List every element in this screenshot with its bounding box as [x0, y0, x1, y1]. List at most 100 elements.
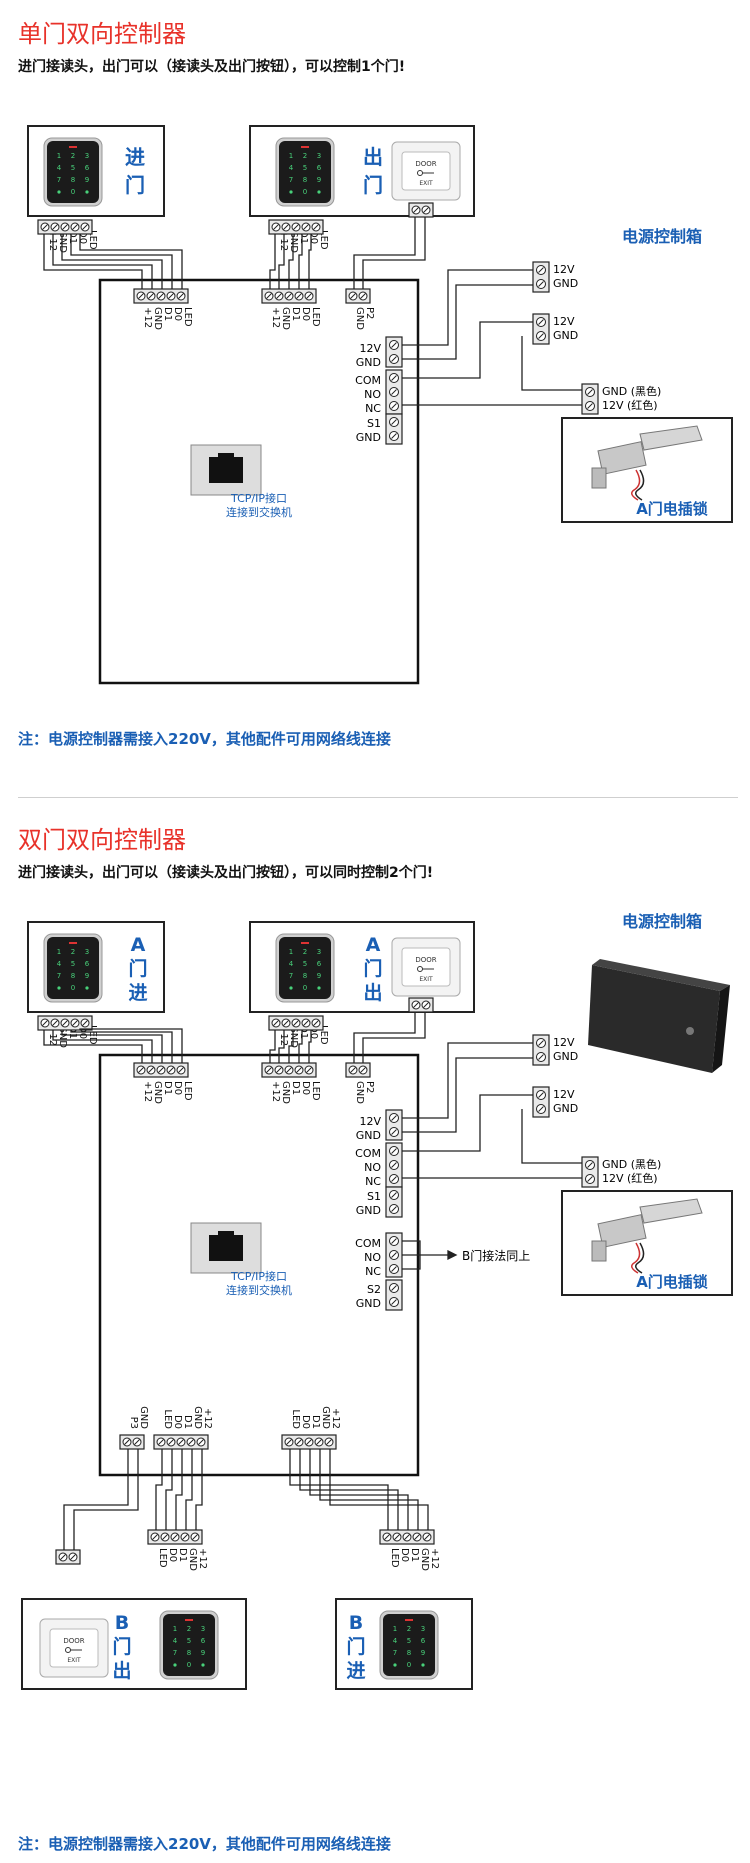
pin-label: LED	[318, 230, 329, 250]
l2-com-b: COM	[355, 1237, 381, 1250]
controller-relay-terminal	[385, 369, 403, 415]
p2b-12v: 12V	[553, 1088, 575, 1101]
wires	[43, 1012, 582, 1550]
keypad-key: 9	[85, 972, 89, 980]
p2b-gnd: GND	[553, 1102, 578, 1115]
power-out-terminal-2	[532, 313, 550, 345]
l2-s1: S1	[367, 1190, 381, 1203]
ctrl-b-out-terminal	[153, 1434, 209, 1450]
b-out-label-1: B	[115, 1612, 129, 1634]
psu2-12v: 12V	[553, 315, 575, 328]
pin-label: GND	[354, 1081, 365, 1104]
pin-label: GND	[187, 1548, 198, 1571]
keypad-key: 5	[187, 1637, 191, 1645]
keypad-key: 0	[71, 984, 75, 992]
keypad-key: 1	[173, 1625, 177, 1633]
label-gnd: GND	[356, 356, 381, 369]
keypad-key: 5	[71, 960, 75, 968]
pin-label: D1	[182, 1415, 193, 1429]
label-12v: 12V	[359, 342, 381, 355]
l2-nc-b: NC	[365, 1265, 381, 1278]
keypad-key: 1	[289, 152, 293, 160]
l2-12v: 12V	[359, 1115, 381, 1128]
keypad-key: 4	[289, 960, 294, 968]
wires	[43, 217, 582, 406]
section2-title: 双门双向控制器	[18, 826, 186, 854]
door-text: DOOR	[415, 956, 436, 964]
pin-label: LED	[389, 1548, 400, 1568]
l2-gnd-s2: GND	[356, 1297, 381, 1310]
power-box-label: 电源控制箱	[622, 227, 702, 246]
keypad-key: 6	[421, 1637, 426, 1645]
lock2-label: A门电插锁	[636, 1273, 708, 1291]
tcp-label-2: 连接到交换机	[226, 1283, 292, 1297]
pin-label: D1	[298, 230, 309, 244]
keypad-key: 3	[201, 1625, 205, 1633]
b-out-connector	[147, 1529, 203, 1545]
pin-label: P2	[364, 307, 375, 319]
lock-terminal	[581, 383, 599, 415]
controller-sensor-terminal	[385, 413, 403, 445]
keypad-key: 0	[407, 1661, 411, 1669]
l2-nc: NC	[365, 1175, 381, 1188]
b-in-label-1: B	[349, 1612, 363, 1634]
lock-label: A门电插锁	[636, 500, 708, 518]
pin-label: LED	[318, 1025, 329, 1045]
pin-label: LED	[162, 1409, 173, 1429]
pin-label: GND	[320, 1406, 331, 1429]
reader-in-label-2: 门	[125, 173, 145, 197]
electric-lock-icon	[591, 425, 703, 501]
pin-label: LED	[182, 1081, 193, 1101]
b-in-label-3: 进	[346, 1660, 365, 1682]
ctrl-b-in-terminal	[281, 1434, 337, 1450]
pin-label: GND	[192, 1406, 203, 1429]
lock-12v-red: 12V (红色)	[602, 398, 658, 412]
a-out-label-1: A	[366, 934, 381, 956]
keypad-key: 8	[303, 972, 307, 980]
b-in-connector	[379, 1529, 435, 1545]
reader-in-label-1: 进	[125, 145, 145, 169]
controller-reader-in-terminal	[133, 288, 189, 304]
p2-gnd: GND	[553, 1050, 578, 1063]
a-in-label-1: A	[131, 934, 146, 956]
label-no: NO	[364, 388, 381, 401]
keypad-key: 0	[71, 188, 75, 196]
keypad-key: 6	[317, 164, 322, 172]
ctrl-exit-b-terminal	[119, 1434, 145, 1450]
controller-reader-out-terminal	[261, 288, 317, 304]
door-text: DOOR	[415, 160, 436, 168]
pin-label: D0	[167, 1548, 178, 1562]
keypad-key: 0	[303, 188, 307, 196]
pin-label: GND	[138, 1406, 149, 1429]
l2-s2: S2	[367, 1283, 381, 1296]
pin-label: D1	[409, 1548, 420, 1562]
section1-subtitle: 进门接读头，出门可以（接读头及出门按钮），可以控制1个门!	[18, 59, 406, 75]
section2-note: 注：电源控制器需接入220V，其他配件可用网络线连接	[18, 1835, 391, 1853]
keypad-key: 1	[289, 948, 293, 956]
pin-label: D1	[162, 307, 173, 321]
b-same-bracket	[402, 1240, 458, 1270]
pin-label: +12	[142, 1081, 153, 1102]
pin-label: D1	[162, 1081, 173, 1095]
label-gnd-s1: GND	[356, 431, 381, 444]
lock2-gnd: GND (黑色)	[602, 1157, 661, 1171]
electric-lock-icon	[591, 1198, 703, 1274]
pin-label: LED	[310, 1081, 321, 1101]
a-in-connector	[37, 1015, 93, 1031]
l2-no-b: NO	[364, 1251, 381, 1264]
keypad-key: 3	[421, 1625, 425, 1633]
label-nc: NC	[365, 402, 381, 415]
keypad-key: 8	[303, 176, 307, 184]
keypad-key: 1	[57, 948, 61, 956]
keypad-key: 0	[187, 1661, 191, 1669]
